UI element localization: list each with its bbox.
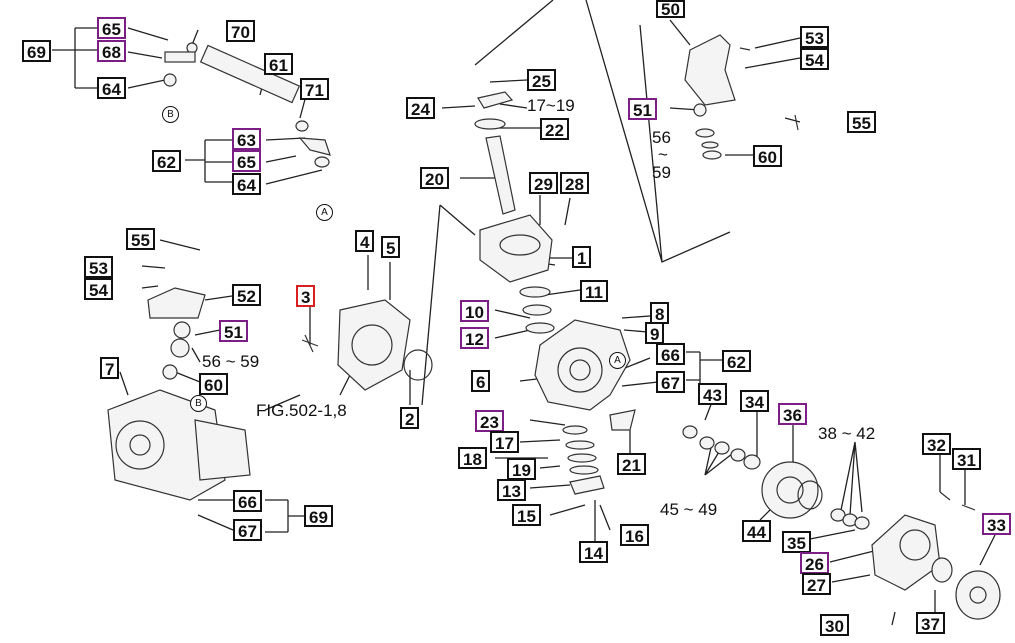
- callout-69b[interactable]: 69: [304, 505, 333, 527]
- callout-32[interactable]: 32: [922, 433, 951, 455]
- callout-53b[interactable]: 53: [800, 26, 829, 48]
- callout-18[interactable]: 18: [458, 447, 487, 469]
- callout-24[interactable]: 24: [406, 97, 435, 119]
- callout-34[interactable]: 34: [740, 390, 769, 412]
- callout-62b[interactable]: 62: [722, 350, 751, 372]
- callout-36[interactable]: 36: [778, 403, 807, 425]
- ref-marker-b-left: B: [190, 395, 207, 412]
- callout-60[interactable]: 60: [199, 373, 228, 395]
- callout-64b[interactable]: 64: [232, 173, 261, 195]
- callout-15[interactable]: 15: [512, 504, 541, 526]
- callout-43[interactable]: 43: [698, 383, 727, 405]
- callout-66[interactable]: 66: [233, 490, 262, 512]
- callout-35[interactable]: 35: [782, 531, 811, 553]
- callout-27[interactable]: 27: [802, 573, 831, 595]
- callout-56b: 56: [652, 128, 671, 147]
- callout-53[interactable]: 53: [84, 256, 113, 278]
- callout-33[interactable]: 33: [982, 513, 1011, 535]
- callout-60b[interactable]: 60: [753, 145, 782, 167]
- callout-59b: 59: [652, 163, 671, 182]
- callout-65[interactable]: 65: [97, 17, 126, 39]
- callout-20[interactable]: 20: [420, 167, 449, 189]
- callout-51[interactable]: 51: [219, 320, 248, 342]
- callout-67b[interactable]: 67: [656, 371, 685, 393]
- callout-63[interactable]: 63: [232, 128, 261, 150]
- callout-4[interactable]: 4: [355, 230, 375, 252]
- callout-52[interactable]: 52: [232, 284, 261, 306]
- callout-65b[interactable]: 65: [232, 150, 261, 172]
- callout-8[interactable]: 8: [650, 302, 670, 324]
- callout-3[interactable]: 3: [296, 285, 316, 307]
- callout-38-42: 38 ~ 42: [818, 424, 876, 443]
- callout-14[interactable]: 14: [579, 541, 608, 563]
- callout-70[interactable]: 70: [226, 20, 255, 42]
- ref-marker-b-top: B: [162, 106, 179, 123]
- callout-12[interactable]: 12: [460, 327, 489, 349]
- figure-reference: FIG.502-1,8: [256, 401, 347, 420]
- callout-37[interactable]: 37: [916, 612, 945, 634]
- callout-10[interactable]: 10: [460, 300, 489, 322]
- callout-28[interactable]: 28: [560, 172, 589, 194]
- callout-13[interactable]: 13: [497, 479, 526, 501]
- callout-7[interactable]: 7: [100, 357, 120, 379]
- callout-9[interactable]: 9: [645, 322, 665, 344]
- callout-31[interactable]: 31: [952, 448, 981, 470]
- callout-61[interactable]: 61: [264, 53, 293, 75]
- callout-17-19: 17~19: [527, 96, 575, 115]
- callout-17[interactable]: 17: [490, 431, 519, 453]
- ref-marker-a-center: A: [609, 352, 626, 369]
- callout-19[interactable]: 19: [507, 458, 536, 480]
- callout-50[interactable]: 50: [656, 0, 685, 18]
- callout-22[interactable]: 22: [540, 118, 569, 140]
- callout-69[interactable]: 69: [22, 40, 51, 62]
- callout-23[interactable]: 23: [475, 410, 504, 432]
- leader-lines: [52, 0, 996, 626]
- callout-16[interactable]: 16: [620, 524, 649, 546]
- callout-62[interactable]: 62: [152, 150, 181, 172]
- callout-25[interactable]: 25: [527, 69, 556, 91]
- callout-5[interactable]: 5: [381, 236, 401, 258]
- callout-71[interactable]: 71: [300, 78, 329, 100]
- callout-54b[interactable]: 54: [800, 48, 829, 70]
- callout-21[interactable]: 21: [617, 453, 646, 475]
- callout-1[interactable]: 1: [572, 246, 592, 268]
- callout-54[interactable]: 54: [84, 278, 113, 300]
- callout-6[interactable]: 6: [471, 370, 491, 392]
- callout-51b[interactable]: 51: [628, 98, 657, 120]
- callout-66b[interactable]: 66: [656, 343, 685, 365]
- callout-2[interactable]: 2: [400, 407, 420, 429]
- callout-64[interactable]: 64: [97, 77, 126, 99]
- callout-55[interactable]: 55: [126, 228, 155, 250]
- callout-44[interactable]: 44: [742, 520, 771, 542]
- callout-26[interactable]: 26: [800, 552, 829, 574]
- callout-29[interactable]: 29: [529, 172, 558, 194]
- callout-68[interactable]: 68: [97, 40, 126, 62]
- parts-layer: [107, 34, 1001, 620]
- callout-30[interactable]: 30: [820, 614, 849, 636]
- callout-11[interactable]: 11: [580, 280, 608, 302]
- callout-67[interactable]: 67: [233, 519, 262, 541]
- callout-tilde: ~: [658, 145, 668, 164]
- callout-55b[interactable]: 55: [847, 111, 876, 133]
- callout-45-49: 45 ~ 49: [660, 500, 718, 519]
- ref-marker-a-top: A: [316, 204, 333, 221]
- callout-56-59: 56 ~ 59: [202, 352, 260, 371]
